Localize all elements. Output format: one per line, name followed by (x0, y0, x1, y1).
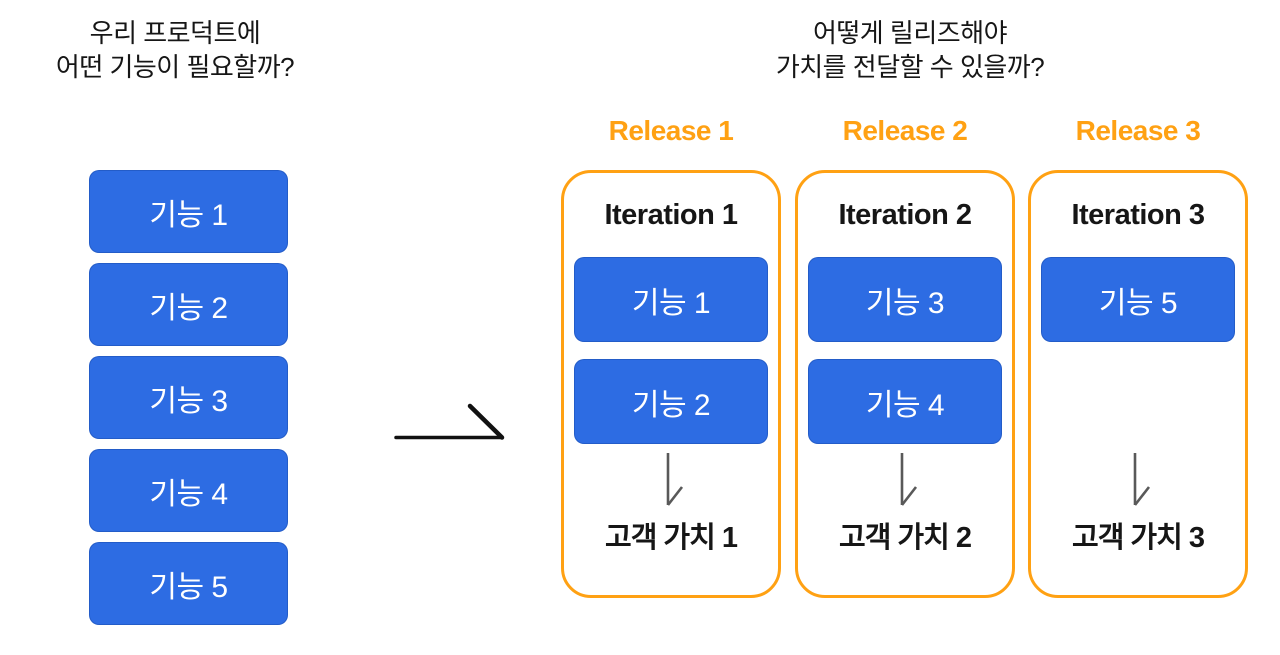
release-3-feature-1: 기능 5 (1041, 257, 1235, 342)
release-3-label: Release 3 (1075, 115, 1201, 146)
iteration-3-label: Iteration 3 (1071, 199, 1205, 231)
feature-backlog: 기능 1 기능 2 기능 3 기능 4 기능 5 (89, 170, 288, 625)
backlog-question-line1: 우리 프로덕트에 (89, 18, 261, 48)
release-1-feature-2: 기능 2 (574, 359, 768, 444)
backlog-feature-1: 기능 1 (89, 170, 288, 253)
release-question-line2: 가치를 전달할 수 있을까? (775, 52, 1045, 82)
down-arrow-icon (1133, 453, 1151, 506)
right-arrow-icon (394, 403, 505, 440)
backlog-feature-2: 기능 2 (89, 263, 288, 346)
release-2-label: Release 2 (842, 115, 968, 146)
down-arrow-icon (900, 453, 918, 506)
release-2-container: Iteration 2 기능 3 기능 4 고객 가치 2 (795, 170, 1015, 598)
backlog-feature-3: 기능 3 (89, 356, 288, 439)
release-2-feature-2: 기능 4 (808, 359, 1002, 444)
release-1-container: Iteration 1 기능 1 기능 2 고객 가치 1 (561, 170, 781, 598)
release-1-feature-1: 기능 1 (574, 257, 768, 342)
customer-value-1: 고객 가치 1 (605, 522, 738, 554)
release-question: 어떻게 릴리즈해야 가치를 전달할 수 있을까? (735, 16, 1085, 84)
release-question-line1: 어떻게 릴리즈해야 (812, 18, 1008, 48)
backlog-feature-4: 기능 4 (89, 449, 288, 532)
release-2-feature-1: 기능 3 (808, 257, 1002, 342)
customer-value-3: 고객 가치 3 (1072, 522, 1205, 554)
release-1-label: Release 1 (608, 115, 734, 146)
iteration-1-label: Iteration 1 (604, 199, 738, 231)
customer-value-2: 고객 가치 2 (839, 522, 972, 554)
backlog-question-line2: 어떤 기능이 필요할까? (55, 52, 295, 82)
backlog-feature-5: 기능 5 (89, 542, 288, 625)
down-arrow-icon (666, 453, 684, 506)
iteration-2-label: Iteration 2 (838, 199, 972, 231)
backlog-question: 우리 프로덕트에 어떤 기능이 필요할까? (0, 16, 350, 84)
release-3-container: Iteration 3 기능 5 고객 가치 3 (1028, 170, 1248, 598)
